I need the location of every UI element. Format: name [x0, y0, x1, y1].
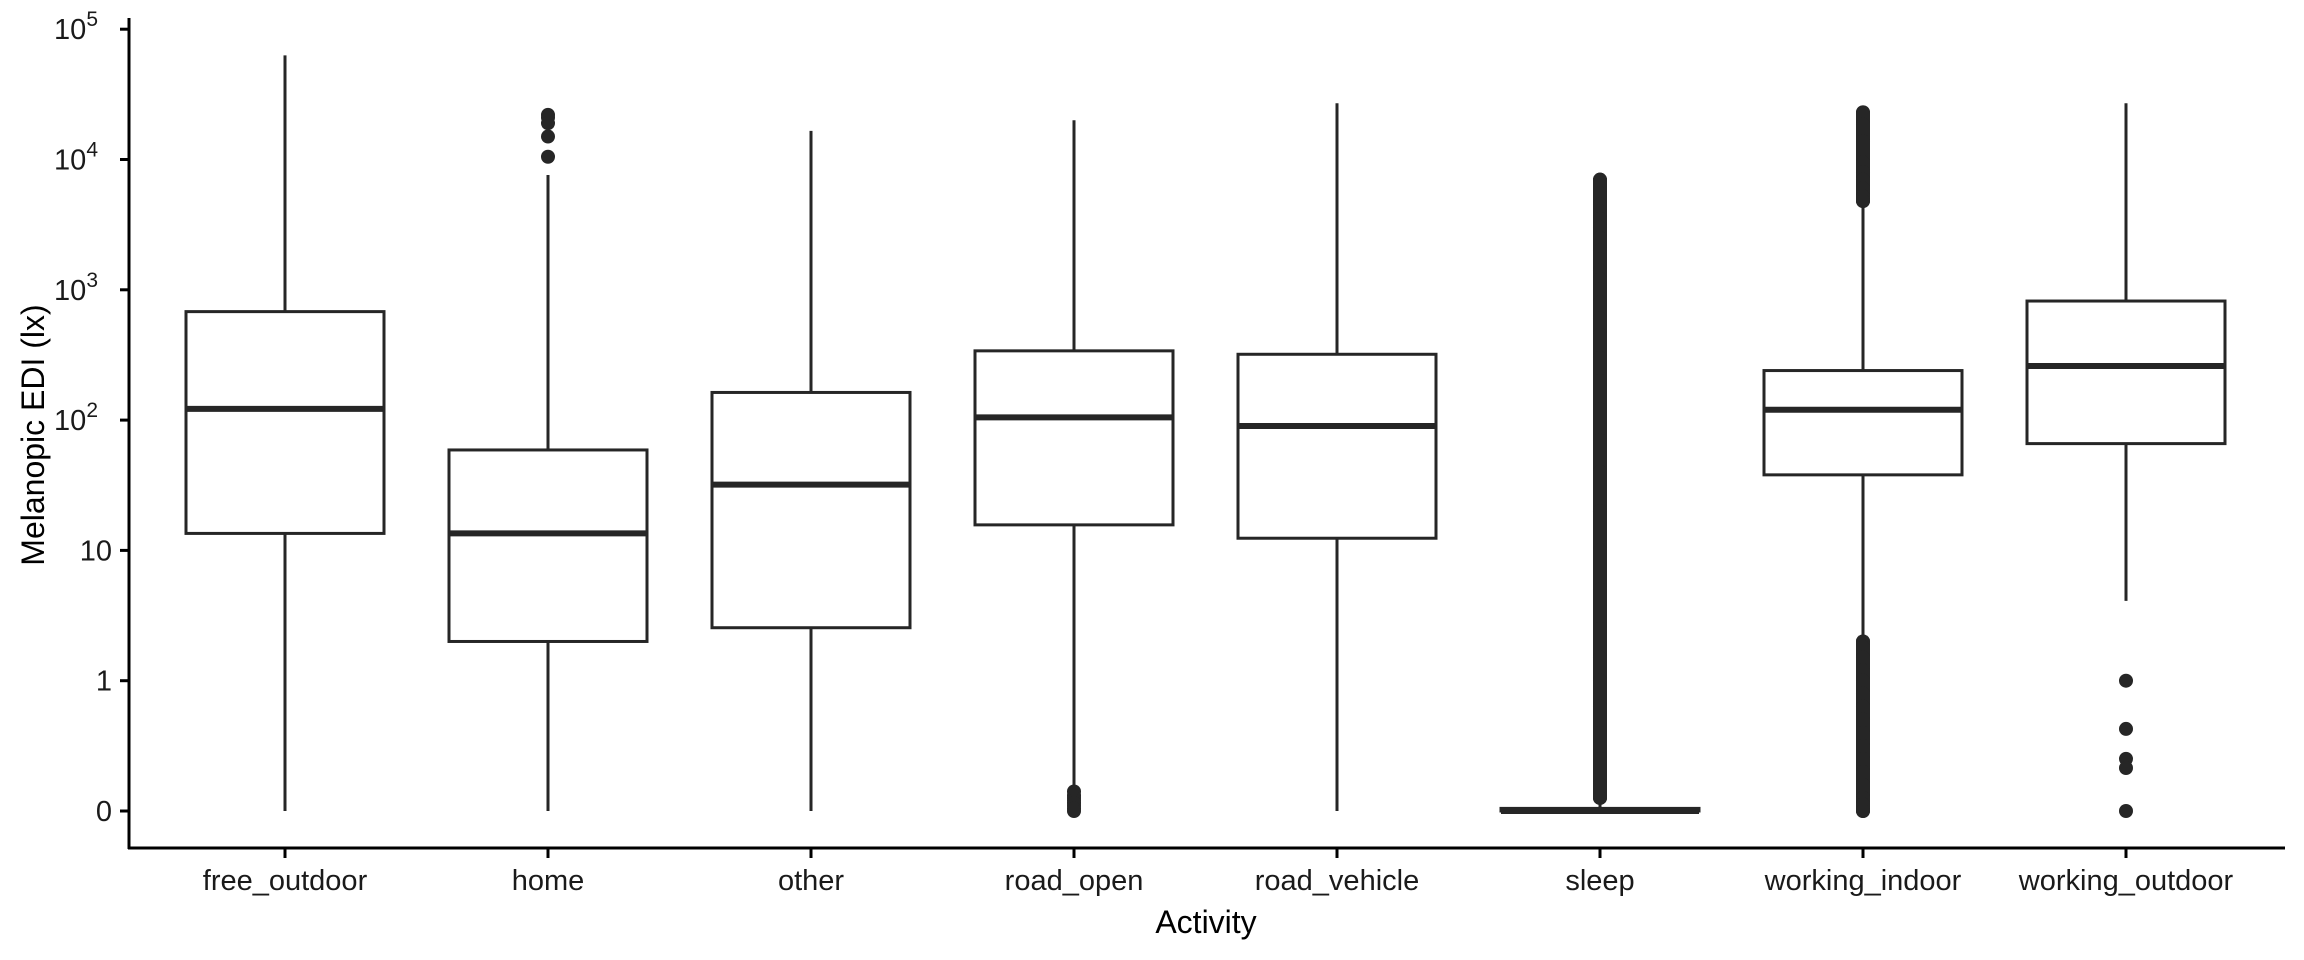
iqr-box: [1762, 369, 1964, 477]
box-road_open: [973, 120, 1175, 818]
outlier-point: [1593, 790, 1607, 805]
outlier-point: [1856, 194, 1870, 209]
y-tick-label: 1: [96, 666, 112, 698]
y-tick-base: 10: [54, 145, 86, 177]
box-working_outdoor: [2025, 103, 2227, 818]
y-tick-base: 10: [54, 405, 86, 437]
x-tick-label: road_open: [1005, 865, 1144, 897]
iqr-box: [2025, 299, 2227, 446]
outlier-point: [541, 129, 555, 144]
iqr-box: [973, 349, 1175, 527]
x-tick-label: free_outdoor: [203, 865, 368, 897]
y-tick-label: 104: [54, 139, 98, 177]
y-tick-base: 10: [80, 535, 112, 567]
y-tick-label: 0: [96, 796, 112, 828]
x-tick-label: working_outdoor: [2018, 865, 2234, 897]
y-tick-label: 105: [54, 8, 98, 46]
x-tick-label: working_indoor: [1764, 865, 1962, 897]
iqr-box: [1236, 352, 1438, 540]
y-tick-label: 103: [54, 269, 98, 307]
y-tick-label: 102: [54, 399, 98, 437]
outlier-point: [2119, 721, 2133, 736]
box-road_vehicle: [1236, 103, 1438, 811]
outlier-point: [541, 116, 555, 131]
iqr-box: [447, 448, 649, 643]
outlier-point: [2119, 804, 2133, 818]
y-tick-label: 10: [80, 535, 112, 567]
box-home: [447, 107, 649, 811]
y-tick-base: 1: [96, 666, 112, 698]
iqr-box: [184, 310, 386, 535]
y-tick-exponent: 2: [86, 399, 98, 422]
y-tick-base: 0: [96, 796, 112, 828]
plot-marks: [184, 55, 2227, 818]
outlier-point: [2119, 761, 2133, 776]
box-free_outdoor: [184, 55, 386, 811]
outlier-point: [2119, 673, 2133, 688]
y-axis-title: Melanopic EDI (lx): [15, 304, 51, 565]
y-tick-base: 10: [54, 14, 86, 46]
box-sleep: [1499, 172, 1701, 814]
x-axis-title: Activity: [1155, 904, 1256, 940]
outlier-point: [1856, 804, 1870, 818]
x-axis-ticks: free_outdoor home other road_open road_vehic…: [203, 848, 2234, 897]
x-tick-label: home: [512, 865, 585, 897]
y-tick-base: 10: [54, 275, 86, 307]
y-tick-exponent: 5: [86, 8, 98, 31]
iqr-box: [710, 390, 912, 630]
x-tick-label: other: [778, 865, 844, 897]
y-tick-exponent: 4: [86, 139, 98, 162]
y-tick-exponent: 3: [86, 269, 98, 292]
box-other: [710, 130, 912, 811]
outlier-point: [1067, 804, 1081, 818]
box-working_indoor: [1762, 105, 1964, 818]
outlier-point: [541, 149, 555, 164]
x-tick-label: sleep: [1565, 865, 1634, 897]
x-tick-label: road_vehicle: [1255, 865, 1419, 897]
